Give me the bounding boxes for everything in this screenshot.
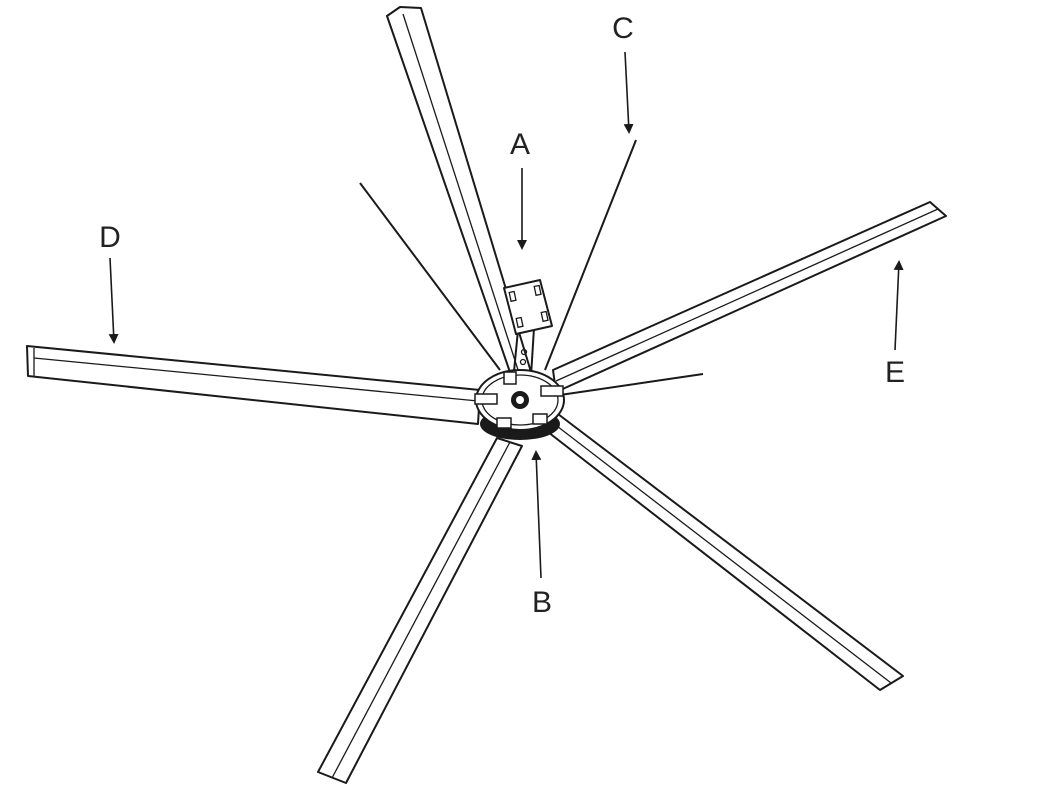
guy-wire-upper-right <box>544 139 637 371</box>
label-c: C <box>612 12 634 45</box>
arrow-e <box>893 260 904 351</box>
guy-wire-upper-left <box>359 182 501 371</box>
label-d: D <box>99 221 121 254</box>
blade-d-left <box>26 345 481 425</box>
arrow-d <box>108 257 119 344</box>
arrow-c <box>623 51 634 134</box>
blade-upper <box>386 6 532 379</box>
blade-lower-right <box>547 413 904 691</box>
arrow-b <box>531 450 542 579</box>
blade-lower-left <box>317 437 523 784</box>
label-b: B <box>532 586 552 619</box>
guy-wire-right <box>559 373 704 396</box>
callout-labels: A B C D E <box>99 12 905 619</box>
callout-arrows <box>108 51 904 579</box>
label-a: A <box>510 128 530 161</box>
fan-hub <box>474 369 565 440</box>
label-e: E <box>885 356 905 389</box>
